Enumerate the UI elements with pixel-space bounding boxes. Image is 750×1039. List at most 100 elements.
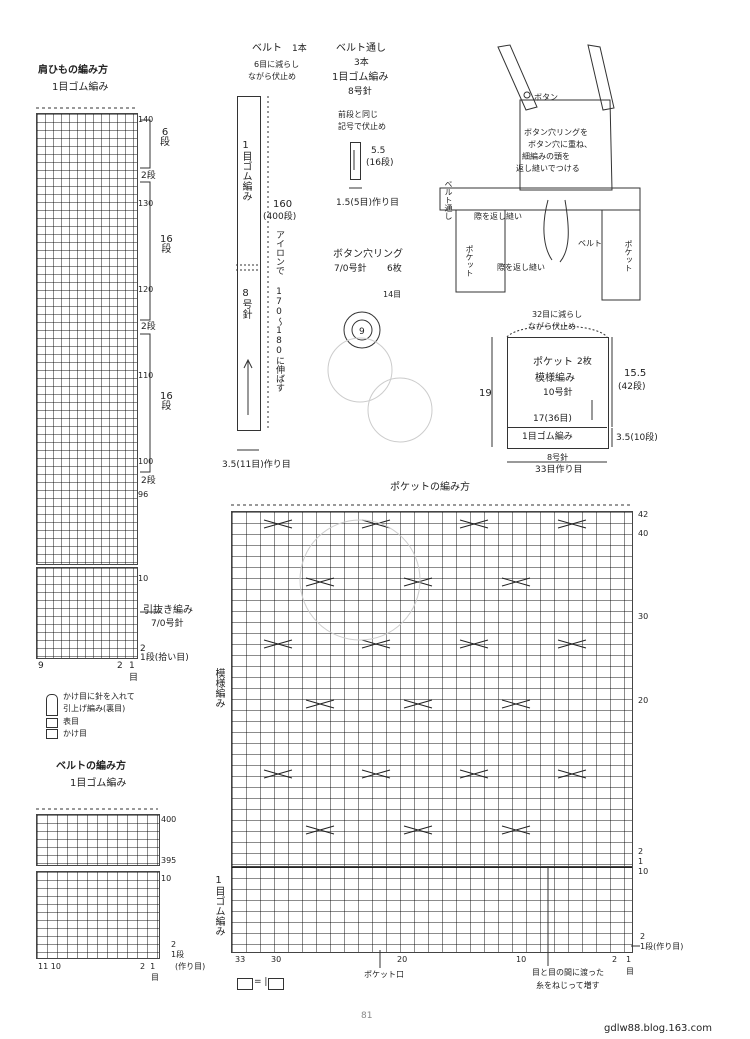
- pocket-chart-col-10: 10: [516, 955, 527, 964]
- apron-button: [523, 91, 531, 99]
- pocket-chart-mark-2: 2: [638, 847, 644, 856]
- pocket-chart-mark-1: 1: [638, 857, 644, 866]
- belt-rows: (400段): [263, 212, 297, 222]
- pocket-rib: 1目ゴム編み: [522, 432, 573, 442]
- apron-strap-left: [497, 44, 538, 111]
- pocket-count: 2枚: [577, 357, 592, 367]
- strap-bracket-16a: [140, 181, 151, 321]
- loop-height: 5.5: [371, 146, 386, 156]
- pocket-chart-col-1: 1: [626, 955, 632, 964]
- apron-belt-label: ベルト: [578, 239, 602, 248]
- belt-title: ベルト: [252, 43, 282, 54]
- strap-bottom-right-c: 目: [129, 673, 139, 683]
- pocket-rib-divider: [507, 427, 607, 428]
- belt-chart-395: 395: [161, 856, 177, 865]
- apron-sew1-label: 際を返し縫い: [474, 212, 522, 221]
- strap-bottom-right-a: 2: [117, 661, 123, 671]
- loop-title: ベルト通し: [336, 43, 386, 54]
- strap-row-10: 10: [138, 574, 149, 583]
- belt-iron-range: 170～180に伸ばす: [274, 287, 284, 392]
- pocket-top-2: ながら伏止め: [528, 322, 576, 331]
- loop-rows: (16段): [366, 158, 394, 168]
- legend-icon-knit: [46, 718, 58, 728]
- watermark-circle-3: [299, 519, 421, 641]
- apron-bib: [519, 99, 613, 191]
- watermark-circle-2: [367, 377, 433, 443]
- pocket-chart-row-20: 20: [638, 696, 649, 705]
- pocket-width-in: 17(36目): [533, 414, 572, 424]
- legend-line-2: 引上げ編み(裏目): [63, 704, 126, 713]
- strap-chart-lower-grid: [36, 567, 138, 659]
- pocket-chart-row-40: 40: [638, 529, 649, 538]
- belt-chart-upper-grid: [36, 814, 160, 866]
- apron-loop-label: ベルト通し: [444, 180, 453, 220]
- apron-belt-tie: [543, 199, 569, 263]
- pocket-chart-col-20: 20: [397, 955, 408, 964]
- apron-sew2-label: 際を返し縫い: [497, 263, 545, 272]
- belt-chart-400: 400: [161, 815, 177, 824]
- belt-chart-row1b: (作り目): [175, 962, 206, 971]
- pocket-title: ポケット: [533, 357, 573, 368]
- loop-note-1: 前段と同じ: [338, 110, 378, 119]
- strap-row-110: 110: [138, 371, 154, 380]
- ring-center: 9: [359, 327, 365, 337]
- pocket-chart-row-42: 42: [638, 510, 649, 519]
- strap-row-130: 130: [138, 199, 154, 208]
- pocket-chart-title: ポケットの編み方: [390, 482, 470, 493]
- legend-icon-pull: [46, 694, 58, 716]
- belt-chart-bottom-right: 2 1: [140, 962, 156, 971]
- pocket-bottom: 33目作り目: [535, 465, 583, 475]
- apron-pocket-right-shape: [601, 210, 641, 301]
- belt-count: 1本: [292, 44, 307, 54]
- ring-circle: [343, 311, 381, 349]
- ring-stitches: 14目: [383, 290, 402, 299]
- belt-note-1: 6目に減らし: [254, 60, 300, 69]
- strap-row-100: 100: [138, 457, 154, 466]
- legend-line-1: かけ目に針を入れて: [63, 692, 135, 701]
- belt-chart-bottom-left: 11 10: [38, 962, 61, 971]
- belt-rib-label: 1目ゴム編み: [240, 140, 251, 201]
- key-text: = |: [254, 977, 268, 987]
- apron-pocket-right: ポケット: [624, 240, 633, 272]
- strap-mark-2b: 2段: [141, 322, 156, 332]
- strap-row-96: 96: [138, 490, 149, 499]
- strap-row-120: 120: [138, 285, 154, 294]
- strap-cast-note: 引抜き編み: [143, 605, 193, 616]
- pocket-pattern: 模様編み: [535, 373, 575, 384]
- pocket-opening-label: ポケット口: [364, 970, 404, 979]
- ring-count: 6枚: [387, 264, 402, 274]
- belt-iron-note: アイロンで: [274, 230, 284, 275]
- key-bar-square: [268, 978, 284, 990]
- strap-bracket-6: [140, 119, 151, 169]
- pocket-chart-row-10: 10: [638, 867, 649, 876]
- apron-note-3: 細編みの頭を: [522, 152, 570, 161]
- strap-seg-6: 6 段: [160, 127, 170, 148]
- strap-mark-2c: 2段: [141, 476, 156, 486]
- belt-chart-10: 10: [161, 874, 172, 883]
- strap-bottom-right-b: 1: [129, 661, 135, 671]
- pocket-rectangle: [507, 337, 609, 449]
- pocket-right-height: 15.5: [624, 368, 647, 379]
- ring-needle: 7/0号針: [334, 264, 367, 274]
- strap-mark-2a: 2段: [141, 171, 156, 181]
- strap-subtitle: 1目ゴム編み: [52, 82, 109, 93]
- pocket-chart-bottom-row: 1段(作り目): [640, 942, 684, 951]
- belt-chart-bottom-unit: 目: [151, 973, 159, 982]
- site-watermark: gdlw88.blog.163.com: [604, 1023, 712, 1034]
- loop-count: 3本: [354, 58, 369, 68]
- pocket-chart-note-1: 目と目の間に渡った: [532, 968, 604, 977]
- belt-chart-lower-grid: [36, 871, 160, 959]
- legend-line-3: 表目: [63, 717, 79, 726]
- apron-note-4: 返し縫いでつける: [516, 164, 580, 173]
- loop-needle: 8号針: [348, 87, 372, 97]
- apron-button-label: ボタン: [534, 93, 558, 102]
- pocket-chart-side-rib: 1目ゴム編み: [213, 875, 224, 936]
- pocket-chart-col-30: 30: [271, 955, 282, 964]
- apron-pocket-left-shape: [455, 210, 506, 293]
- pocket-chart-col-33: 33: [235, 955, 246, 964]
- ring-title: ボタン穴リング: [333, 249, 403, 260]
- strap-seg-16b: 16 段: [160, 391, 173, 412]
- legend-line-4: かけ目: [63, 729, 87, 738]
- pocket-chart-note-2: 糸をねじって増す: [536, 981, 600, 990]
